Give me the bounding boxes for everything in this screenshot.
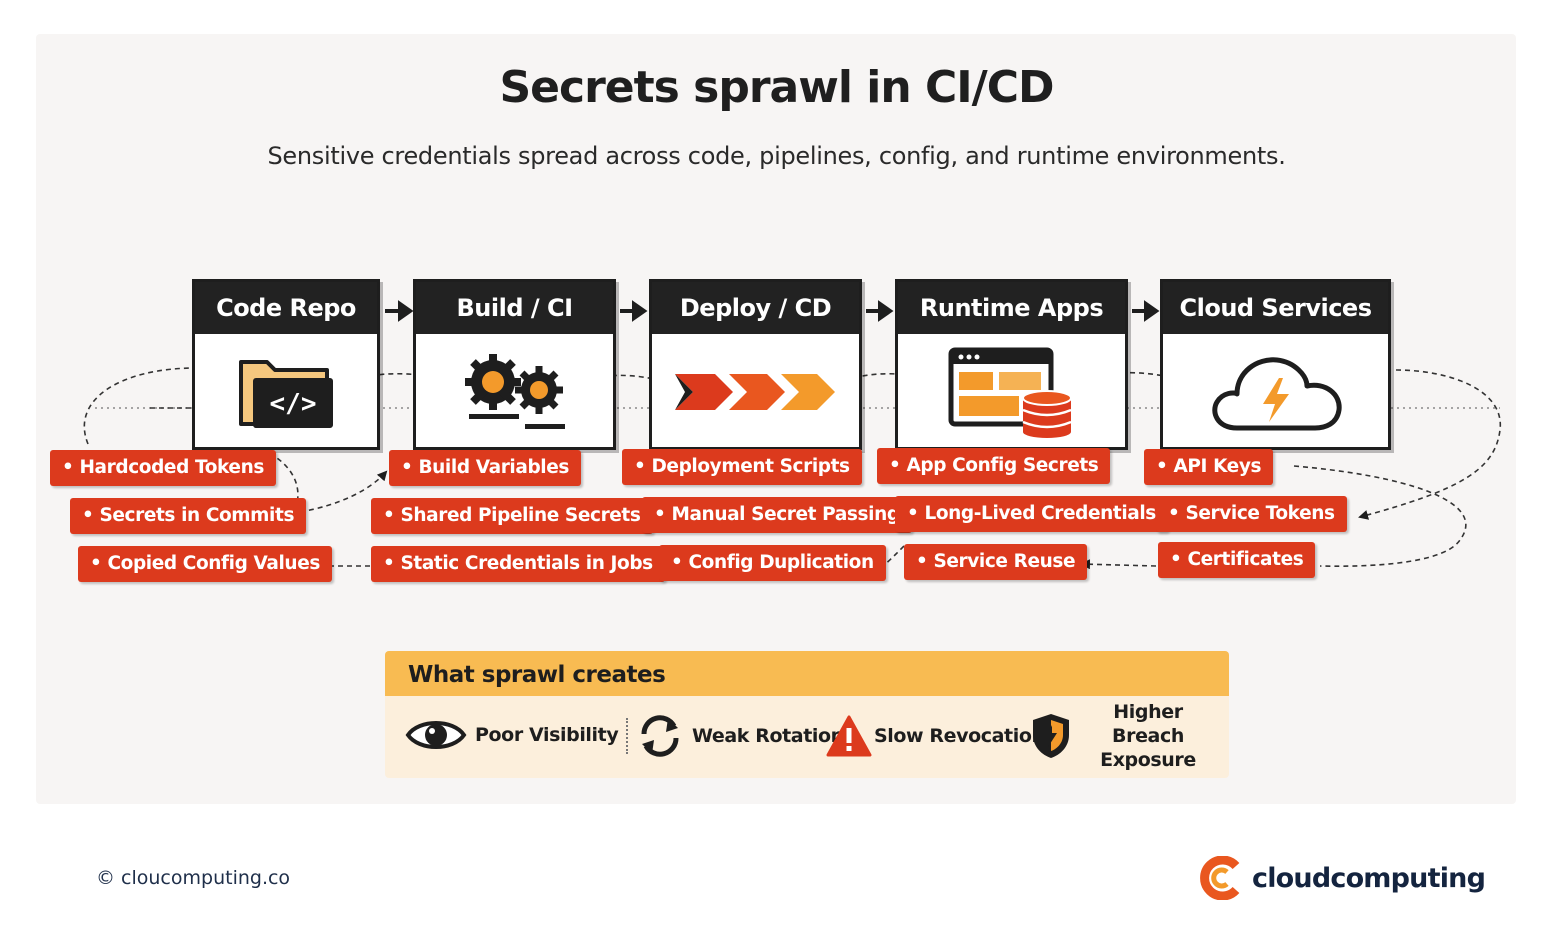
effect-higher-breach-exposure: Higher Breach Exposure [1030, 698, 1218, 773]
sprawl-effects-box: What sprawl creates [385, 651, 1229, 778]
secret-pill: • App Config Secrets [877, 448, 1111, 484]
warning-icon [826, 715, 872, 756]
brand-logo: cloudcomputing [1200, 856, 1486, 900]
app-database-icon [948, 347, 1072, 438]
stage-cloud-services: Cloud Services [1160, 279, 1391, 450]
stage-title: Deploy / CD [652, 282, 859, 334]
stage-deploy-cd: Deploy / CD [649, 279, 862, 450]
effect-poor-visibility: Poor Visibility [405, 697, 619, 772]
rotation-arrows-icon [641, 714, 679, 757]
cloud-lightning-icon [1211, 357, 1342, 431]
gears-icon [464, 354, 565, 429]
secret-pill: • Shared Pipeline Secrets [371, 498, 653, 534]
secret-pill: • Certificates [1158, 542, 1316, 578]
eye-icon [405, 720, 467, 749]
effect-weak-rotation: Weak Rotation [636, 698, 844, 773]
effect-label: Poor Visibility [475, 723, 619, 746]
sprawl-heading: What sprawl creates [385, 651, 1229, 696]
effect-label: Higher Breach Exposure [1100, 700, 1196, 771]
copyright-text: © cloucomputing.co [96, 867, 291, 889]
stage-title: Cloud Services [1163, 282, 1388, 334]
database-cylinder [1021, 390, 1072, 438]
folder-code-icon: </> [239, 360, 333, 428]
deploy-chevrons-icon [674, 374, 835, 410]
secret-pill: • Service Tokens [1156, 496, 1347, 532]
effect-slow-revocation: Slow Revocation [826, 698, 1045, 773]
secret-pill: • API Keys [1144, 449, 1274, 485]
brand-name: cloudcomputing [1252, 862, 1486, 894]
effect-divider [626, 718, 628, 754]
secret-pill: • Copied Config Values [78, 546, 332, 582]
stage-title: Build / CI [416, 282, 613, 334]
stage-build-ci: Build / CI [413, 279, 616, 450]
secret-pill: • Hardcoded Tokens [50, 450, 276, 486]
secret-pill: • Manual Secret Passing [642, 497, 912, 533]
stage-title: Code Repo [195, 282, 377, 334]
secret-pill: • Config Duplication [659, 545, 886, 581]
effect-label: Slow Revocation [874, 724, 1045, 747]
secret-pill: • Deployment Scripts [622, 449, 862, 485]
page-subtitle: Sensitive credentials spread across code… [267, 142, 1286, 170]
cloudcomputing-logo-icon [1200, 856, 1240, 900]
secret-pill: • Service Reuse [904, 544, 1088, 580]
secret-pill: • Static Credentials in Jobs [371, 546, 665, 582]
secret-pill: • Build Variables [389, 450, 581, 486]
stage-title: Runtime Apps [898, 282, 1125, 334]
secret-pill: • Long-Lived Credentials [895, 496, 1168, 532]
page-title: Secrets sprawl in CI/CD [499, 62, 1054, 113]
effect-label: Weak Rotation [692, 724, 844, 747]
stage-code-repo: Code Repo </> [192, 279, 380, 450]
shield-icon [1033, 713, 1069, 758]
stage-runtime-apps: Runtime Apps [895, 279, 1128, 450]
svg-text:</>: </> [270, 389, 317, 419]
secret-pill: • Secrets in Commits [70, 498, 307, 534]
